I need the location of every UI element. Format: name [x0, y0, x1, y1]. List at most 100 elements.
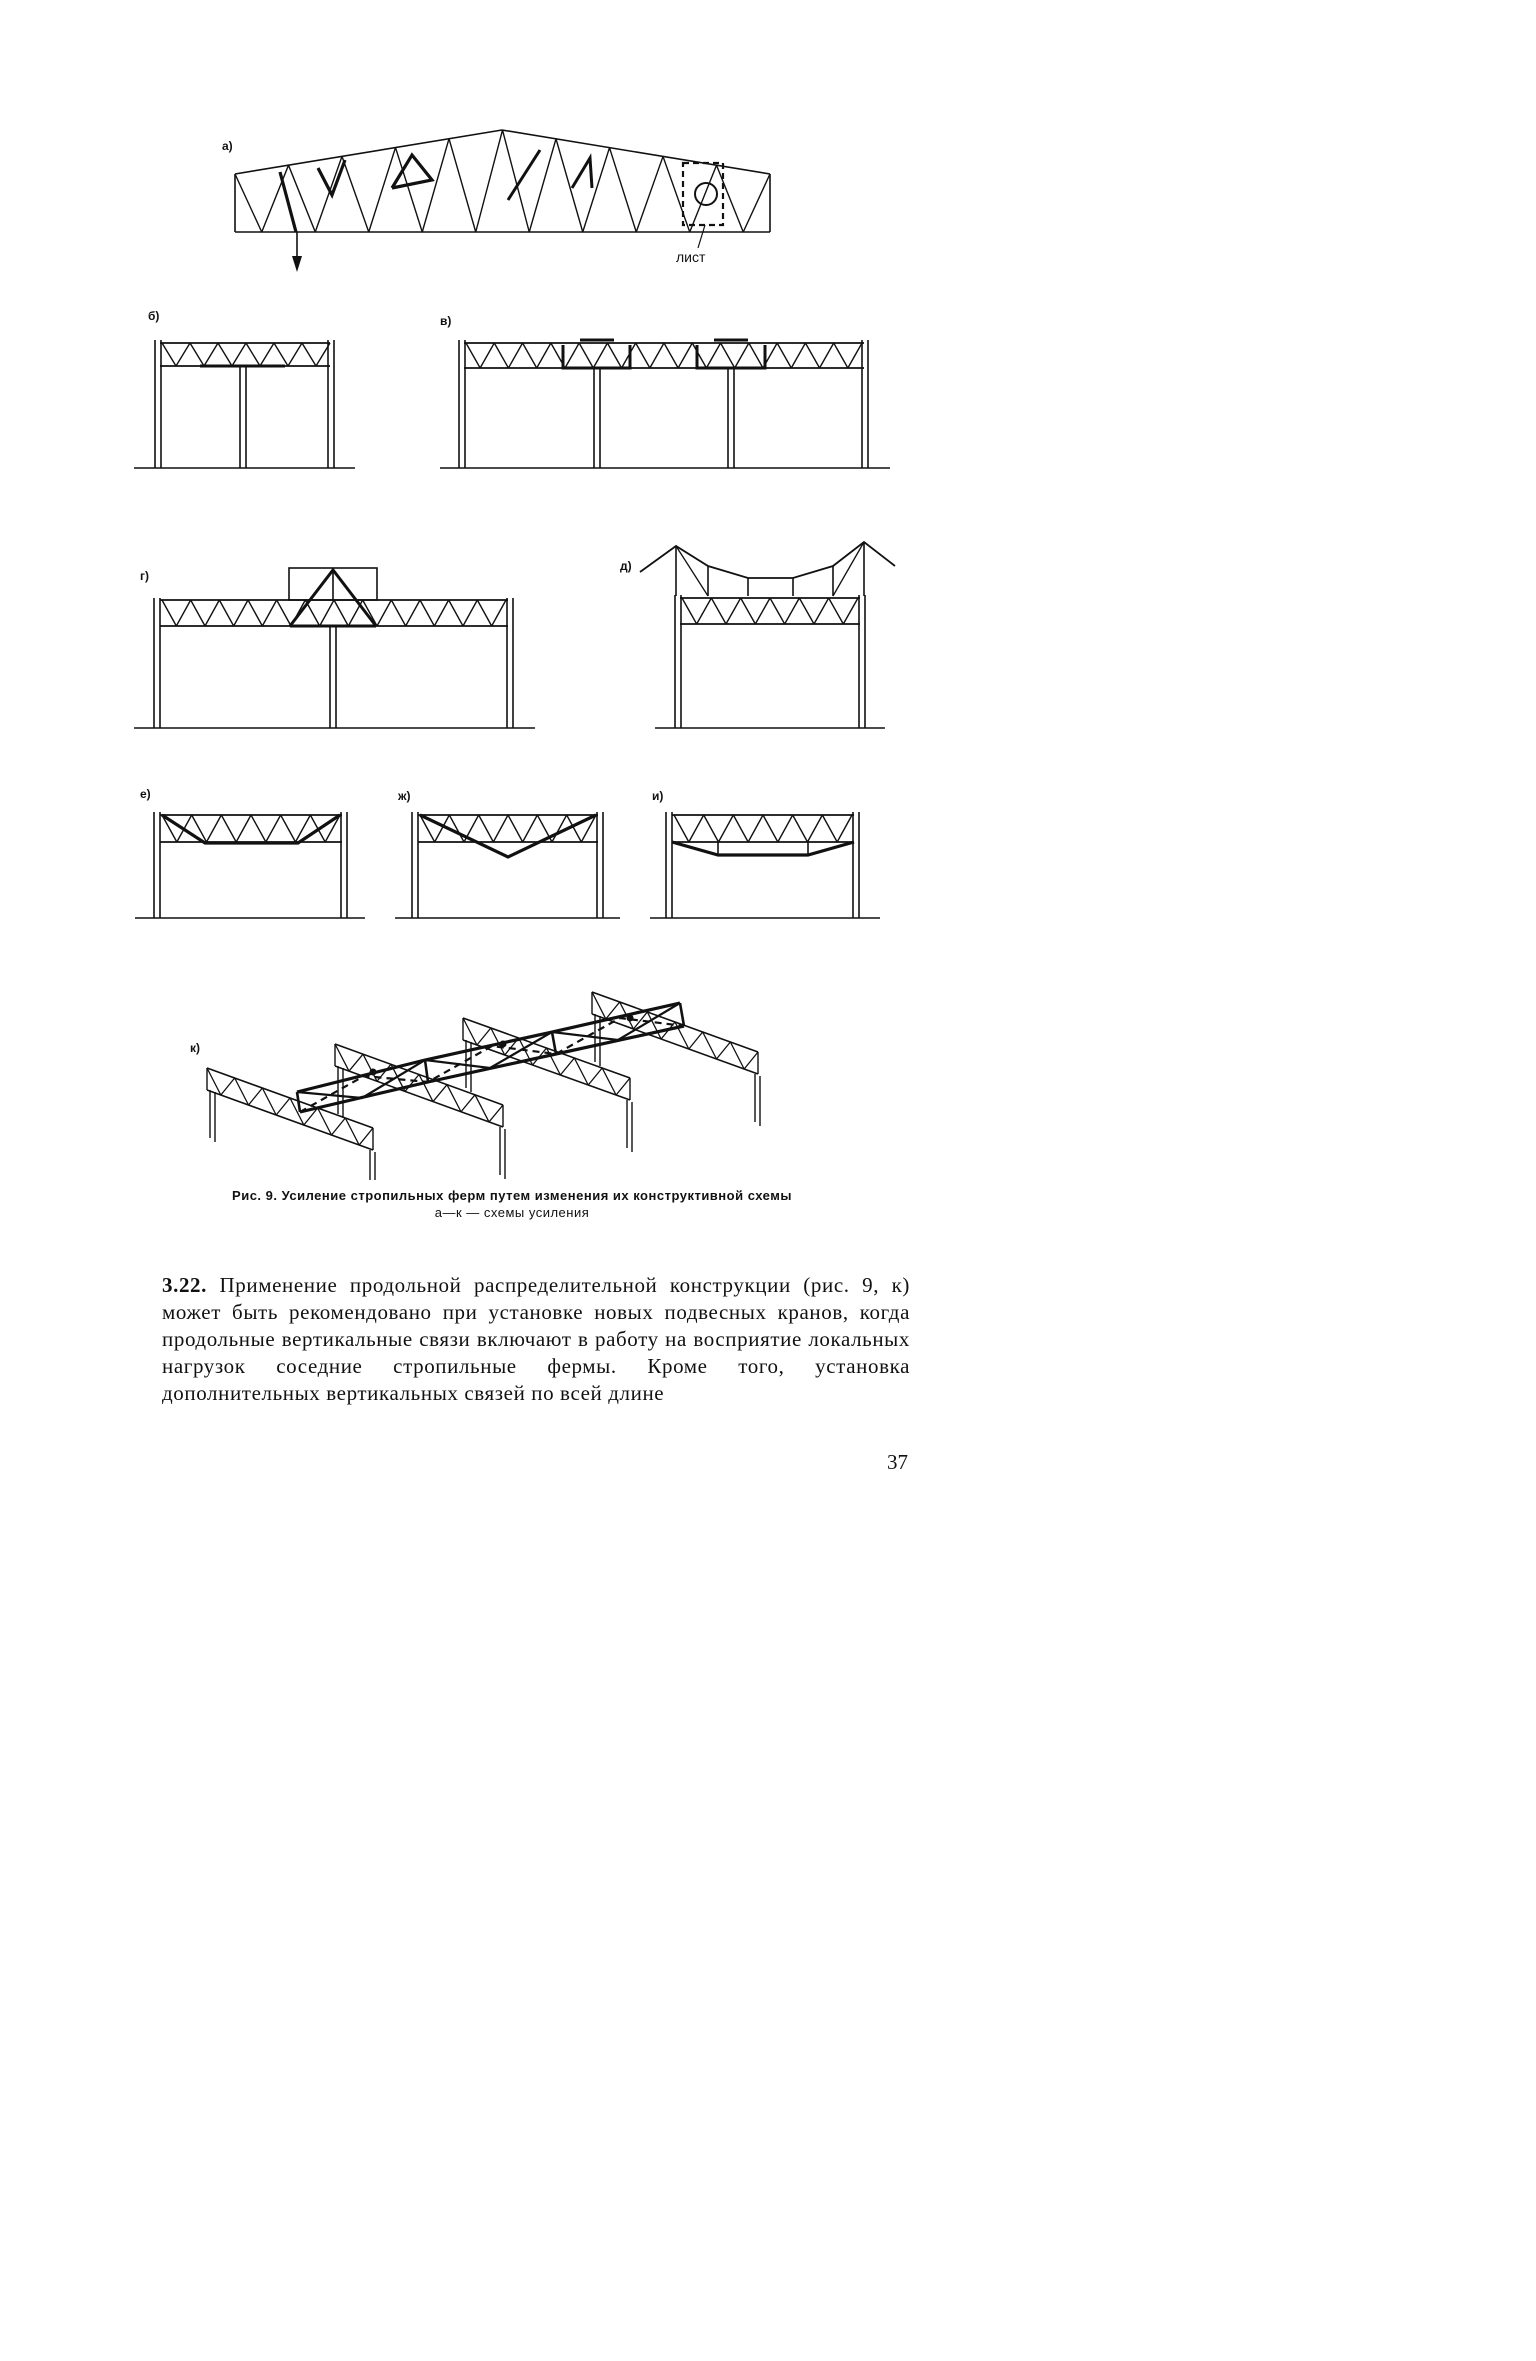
- truss-diagonal: [828, 597, 844, 625]
- truss-diagonal: [287, 164, 316, 233]
- truss-diagonal: [462, 1017, 478, 1046]
- connection-node: [369, 1068, 377, 1076]
- reinforcement-bar: [278, 171, 298, 233]
- truss-diagonal: [592, 342, 609, 369]
- load-arrow-head: [292, 256, 302, 272]
- truss-diagonal: [784, 597, 800, 625]
- truss-bottom-chord: [591, 1013, 759, 1075]
- truss-diagonal: [460, 1094, 476, 1113]
- truss-diagonal: [710, 597, 727, 625]
- truss-diagonal: [580, 814, 597, 843]
- truss-diagonal: [161, 814, 178, 843]
- truss-diagonal: [501, 129, 530, 233]
- truss-diagonal: [476, 1027, 492, 1046]
- truss-diagonal: [507, 342, 524, 369]
- truss-diagonal: [719, 342, 736, 369]
- longitudinal-post: [678, 1002, 686, 1027]
- truss-diagonal: [715, 1041, 731, 1060]
- truss-diagonal: [231, 342, 247, 367]
- truss-diagonal: [448, 814, 465, 843]
- section-number: 3.22.: [162, 1273, 207, 1297]
- truss-diagonal: [418, 1074, 434, 1102]
- truss-diagonal: [273, 342, 289, 367]
- truss-diagonal: [677, 342, 693, 369]
- truss-diagonal: [419, 599, 435, 627]
- truss-bottom-chord: [206, 1089, 374, 1151]
- label-d: д): [620, 559, 632, 573]
- truss-diagonal: [507, 814, 524, 843]
- connection-node: [626, 1014, 634, 1022]
- truss-diagonal: [743, 1051, 759, 1070]
- truss-top-chord: [501, 129, 771, 175]
- truss-diagonal: [303, 1107, 319, 1126]
- truss-diagonal: [319, 599, 335, 627]
- reinforcement-bar: [161, 813, 341, 845]
- truss-diagonal: [234, 173, 263, 233]
- truss-diagonal: [476, 599, 493, 627]
- truss-diagonal: [234, 1077, 250, 1106]
- truss-diagonal: [536, 342, 552, 369]
- truss-diagonal: [493, 342, 510, 369]
- truss-diagonal: [551, 814, 568, 843]
- truss-diagonal: [748, 342, 764, 369]
- truss-diagonal: [314, 156, 343, 233]
- truss-diagonal: [762, 814, 779, 843]
- truss-diagonal: [521, 342, 538, 369]
- longitudinal-post: [423, 1059, 430, 1083]
- truss-diagonal: [301, 342, 317, 367]
- truss-diagonal: [190, 599, 206, 627]
- truss-diagonal: [582, 147, 611, 233]
- truss-diagonal: [474, 1094, 490, 1123]
- scheme-a-truss: [234, 129, 771, 272]
- truss-diagonal: [218, 599, 235, 627]
- truss-diagonal: [475, 129, 504, 233]
- truss-diagonal: [703, 814, 720, 843]
- caption-subtitle: а—к — схемы усиления: [434, 1205, 590, 1220]
- truss-diagonal: [175, 599, 192, 627]
- truss-diagonal: [250, 814, 267, 843]
- truss-diagonal: [792, 814, 809, 843]
- truss-diagonal: [448, 138, 477, 233]
- truss-diagonal: [287, 342, 303, 367]
- scheme-k-perspective: [206, 991, 761, 1180]
- truss-diagonal: [315, 342, 331, 367]
- truss-diagonal: [247, 599, 263, 627]
- reinforcement-bar: [506, 149, 542, 201]
- label-zh: ж): [397, 789, 411, 803]
- truss-diagonal: [479, 342, 495, 369]
- sheet-hole: [694, 182, 718, 206]
- truss-diagonal: [813, 597, 830, 625]
- truss-diagonal: [235, 814, 252, 843]
- truss-diagonal: [394, 147, 423, 233]
- figure-9-reinforcement-schemes: а) б) в) г) д) е) ж) и) к) лист: [134, 129, 896, 1180]
- sheet-leader: [697, 224, 706, 249]
- truss-diagonal: [842, 597, 859, 625]
- longitudinal-top-chord: [296, 1001, 681, 1094]
- truss-diagonal: [740, 597, 756, 625]
- truss-diagonal: [734, 342, 750, 369]
- truss-diagonal: [276, 599, 292, 627]
- truss-diagonal: [362, 599, 378, 627]
- truss-diagonal: [261, 164, 290, 233]
- truss-diagonal: [606, 342, 623, 369]
- reinforcement-bar: [570, 153, 594, 189]
- truss-diagonal: [818, 342, 835, 369]
- truss-diagonal: [405, 599, 421, 627]
- truss-diagonal: [747, 814, 764, 843]
- truss-diagonal: [205, 814, 222, 843]
- truss-diagonal: [161, 599, 177, 627]
- truss-diagonal: [662, 156, 691, 233]
- truss-diagonal: [280, 814, 297, 843]
- reinforcement-bar: [671, 840, 855, 857]
- roof-superstructure: [639, 540, 896, 579]
- truss-diagonal: [798, 597, 815, 625]
- truss-diagonal: [432, 1084, 448, 1102]
- truss-diagonal: [573, 1057, 589, 1086]
- paragraph-text: Применение продольной распределительной …: [162, 1273, 910, 1405]
- truss-diagonal: [673, 814, 690, 843]
- truss-diagonal: [324, 814, 341, 843]
- truss-diagonal: [635, 342, 651, 369]
- truss-diagonal: [725, 597, 742, 625]
- truss-diagonal: [790, 342, 807, 369]
- truss-diagonal: [330, 1117, 346, 1136]
